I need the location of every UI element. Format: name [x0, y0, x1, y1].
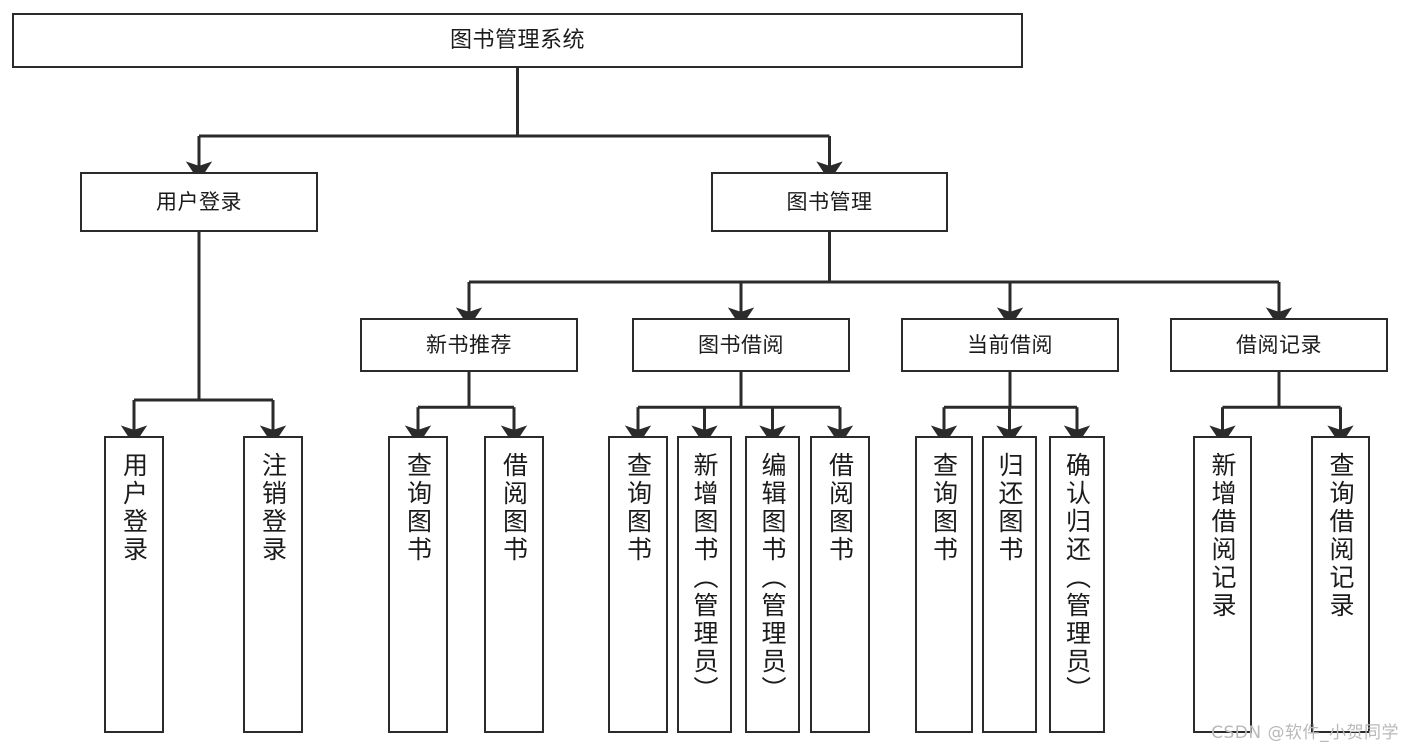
node-new-book-recommend-label: 新书推荐: [426, 332, 512, 357]
node-leaf-add-book-label: 新增图书（管理员）: [690, 452, 719, 704]
node-current-borrow[interactable]: 当前借阅: [901, 318, 1119, 372]
node-leaf-query-book-b-label: 查询图书: [623, 452, 653, 564]
node-user-login[interactable]: 用户登录: [80, 172, 318, 232]
node-leaf-confirm-return[interactable]: 确认归还（管理员）: [1049, 436, 1105, 733]
node-book-borrow-label: 图书借阅: [698, 332, 784, 357]
node-root-label: 图书管理系统: [449, 27, 585, 53]
node-leaf-user-login[interactable]: 用户登录: [104, 436, 164, 733]
node-book-manage-label: 图书管理: [786, 189, 873, 214]
node-leaf-logout[interactable]: 注销登录: [243, 436, 303, 733]
node-leaf-logout-label: 注销登录: [258, 452, 288, 564]
node-leaf-borrow-book-a-label: 借阅图书: [499, 452, 529, 564]
node-leaf-query-book-b[interactable]: 查询图书: [608, 436, 668, 733]
node-leaf-query-record[interactable]: 查询借阅记录: [1311, 436, 1370, 733]
node-current-borrow-label: 当前借阅: [967, 332, 1053, 357]
node-borrow-record-label: 借阅记录: [1236, 332, 1322, 357]
node-leaf-return-book[interactable]: 归还图书: [982, 436, 1037, 733]
node-leaf-borrow-book-b-label: 借阅图书: [825, 452, 855, 564]
node-leaf-query-book-c[interactable]: 查询图书: [915, 436, 973, 733]
node-leaf-query-book-a-label: 查询图书: [403, 452, 433, 564]
node-leaf-add-record-label: 新增借阅记录: [1208, 452, 1237, 620]
node-leaf-query-record-label: 查询借阅记录: [1326, 452, 1355, 620]
node-leaf-add-record[interactable]: 新增借阅记录: [1193, 436, 1252, 733]
node-new-book-recommend[interactable]: 新书推荐: [360, 318, 578, 372]
node-leaf-return-book-label: 归还图书: [995, 452, 1024, 564]
node-leaf-confirm-return-label: 确认归还（管理员）: [1062, 452, 1092, 704]
node-leaf-borrow-book-a[interactable]: 借阅图书: [484, 436, 544, 733]
node-book-manage[interactable]: 图书管理: [711, 172, 948, 232]
node-borrow-record[interactable]: 借阅记录: [1170, 318, 1388, 372]
watermark: CSDN @软件_小贺同学: [1211, 723, 1399, 743]
node-leaf-query-book-c-label: 查询图书: [929, 452, 959, 564]
node-leaf-user-login-label: 用户登录: [119, 452, 149, 564]
node-root[interactable]: 图书管理系统: [12, 13, 1023, 68]
node-leaf-edit-book[interactable]: 编辑图书（管理员）: [745, 436, 800, 733]
node-book-borrow[interactable]: 图书借阅: [632, 318, 850, 372]
node-leaf-borrow-book-b[interactable]: 借阅图书: [810, 436, 870, 733]
node-user-login-label: 用户登录: [156, 189, 242, 214]
node-leaf-query-book-a[interactable]: 查询图书: [388, 436, 448, 733]
node-leaf-edit-book-label: 编辑图书（管理员）: [758, 452, 787, 704]
node-leaf-add-book[interactable]: 新增图书（管理员）: [677, 436, 732, 733]
